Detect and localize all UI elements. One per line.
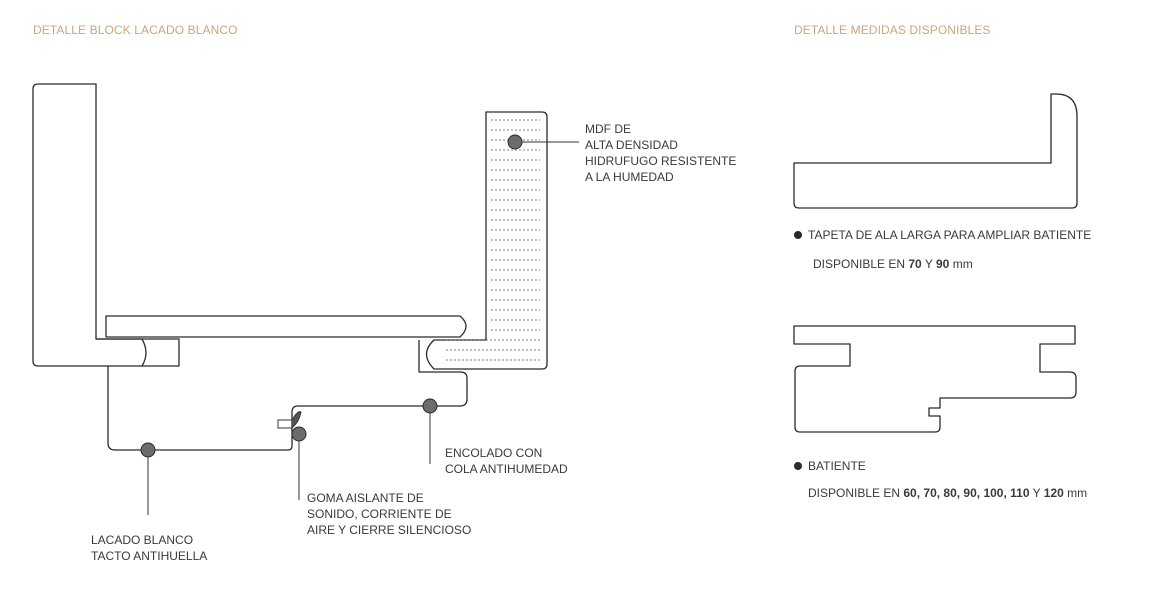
callout-lacado: LACADO BLANCO TACTO ANTIHUELLA <box>91 532 207 564</box>
callout-mdf-line-1: MDF DE <box>585 122 631 136</box>
callout-encolado-line-1: ENCOLADO CON <box>445 446 543 460</box>
batiente-unit: mm <box>1067 486 1088 500</box>
left-section-title: DETALLE BLOCK LACADO BLANCO <box>33 23 238 37</box>
left-tab-outline <box>96 338 180 367</box>
batiente-last-size: 120 <box>1043 486 1064 500</box>
lower-profile-outline <box>107 366 468 451</box>
callout-mdf-line-3: HIDRUFUGO RESISTENTE <box>585 154 737 168</box>
tapeta-title: TAPETA DE ALA LARGA PARA AMPLIAR BATIENT… <box>808 228 1092 242</box>
batiente-availability: DISPONIBLE EN 60, 70, 80, 90, 100, 110 Y… <box>808 485 1087 501</box>
marker-mdf <box>507 134 523 150</box>
callout-encolado-line-2: COLA ANTIHUMEDAD <box>445 462 568 476</box>
callout-encolado: ENCOLADO CON COLA ANTIHUMEDAD <box>445 445 568 477</box>
callout-mdf-line-4: A LA HUMEDAD <box>585 170 674 184</box>
callout-mdf: MDF DE ALTA DENSIDAD HIDRUFUGO RESISTENT… <box>585 121 736 185</box>
callout-goma-line-3: AIRE Y CIERRE SILENCIOSO <box>307 523 472 537</box>
tapeta-unit: mm <box>952 257 973 271</box>
tapeta-size-1: 70 <box>908 257 922 271</box>
tapeta-availability: DISPONIBLE EN 70 Y 90 mm <box>813 256 973 272</box>
tapeta-connector: Y <box>924 257 933 271</box>
callout-goma-line-2: SONIDO, CORRIENTE DE <box>307 507 452 521</box>
marker-goma <box>291 426 307 442</box>
batiente-connector: Y <box>1032 486 1041 500</box>
tapeta-profile-outline <box>793 93 1078 209</box>
leaf-panel-outline <box>105 315 467 338</box>
callout-lacado-line-2: TACTO ANTIHUELLA <box>91 549 208 563</box>
marker-lacado <box>140 442 156 458</box>
gasket-lip <box>291 411 302 429</box>
callout-goma: GOMA AISLANTE DE SONIDO, CORRIENTE DE AI… <box>307 490 471 538</box>
callout-lacado-line-1: LACADO BLANCO <box>91 533 194 547</box>
batiente-sizes: 60, 70, 80, 90, 100, 110 <box>903 486 1030 500</box>
left-tapeta-outline <box>32 83 147 367</box>
tapeta-bullet-icon <box>794 231 802 239</box>
marker-encolado <box>422 398 438 414</box>
callout-mdf-line-2: ALTA DENSIDAD <box>585 138 678 152</box>
right-section-title: DETALLE MEDIDAS DISPONIBLES <box>794 23 991 37</box>
right-frame-outline <box>425 111 548 370</box>
tapeta-size-2: 90 <box>936 257 950 271</box>
right-tab-outline <box>418 340 460 373</box>
mdf-core-hatch <box>446 119 540 361</box>
batiente-avail-prefix: DISPONIBLE EN <box>808 486 901 500</box>
batiente-title: BATIENTE <box>808 459 866 473</box>
batiente-profile-outline <box>793 325 1077 433</box>
batiente-bullet-icon <box>794 462 802 470</box>
tapeta-avail-prefix: DISPONIBLE EN <box>813 257 906 271</box>
gasket-shape <box>277 419 293 429</box>
callout-goma-line-1: GOMA AISLANTE DE <box>307 491 424 505</box>
